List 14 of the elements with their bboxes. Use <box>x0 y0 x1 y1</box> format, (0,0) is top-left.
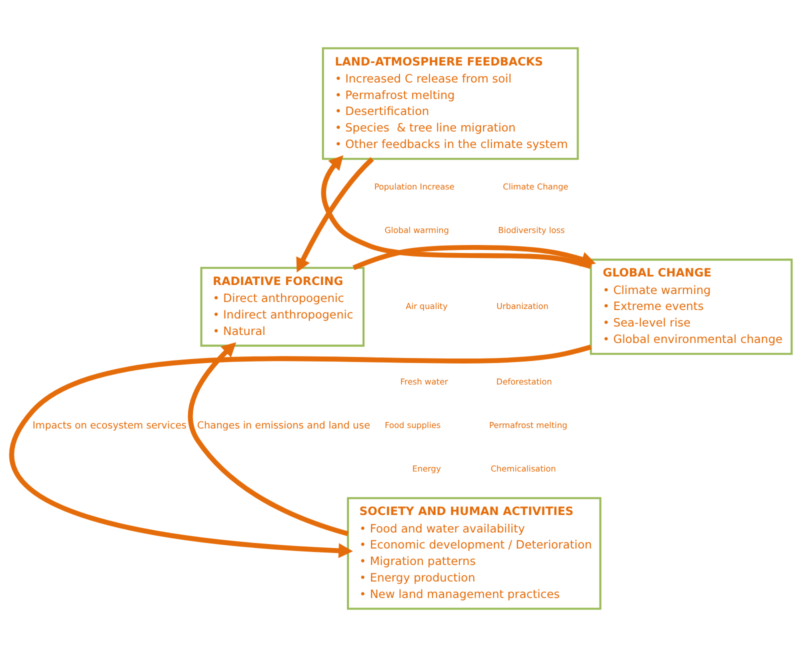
label: Food supplies <box>384 420 441 430</box>
label: Air quality <box>406 300 448 311</box>
edge-label: Impacts on ecosystem services <box>32 420 187 432</box>
edge-label: Changes in emissions and land use <box>197 420 370 432</box>
label: Climate Change <box>502 182 568 192</box>
label: Urbanization <box>496 300 549 311</box>
label: Population Increase <box>374 182 454 192</box>
label: Permafrost melting <box>489 420 568 430</box>
label: Deforestation <box>496 376 552 387</box>
label: Global warming <box>384 225 449 236</box>
label: Energy <box>412 463 441 474</box>
label: Biodiversity loss <box>498 225 565 236</box>
label: Chemicalisation <box>490 463 556 474</box>
label: Fresh water <box>400 376 448 387</box>
